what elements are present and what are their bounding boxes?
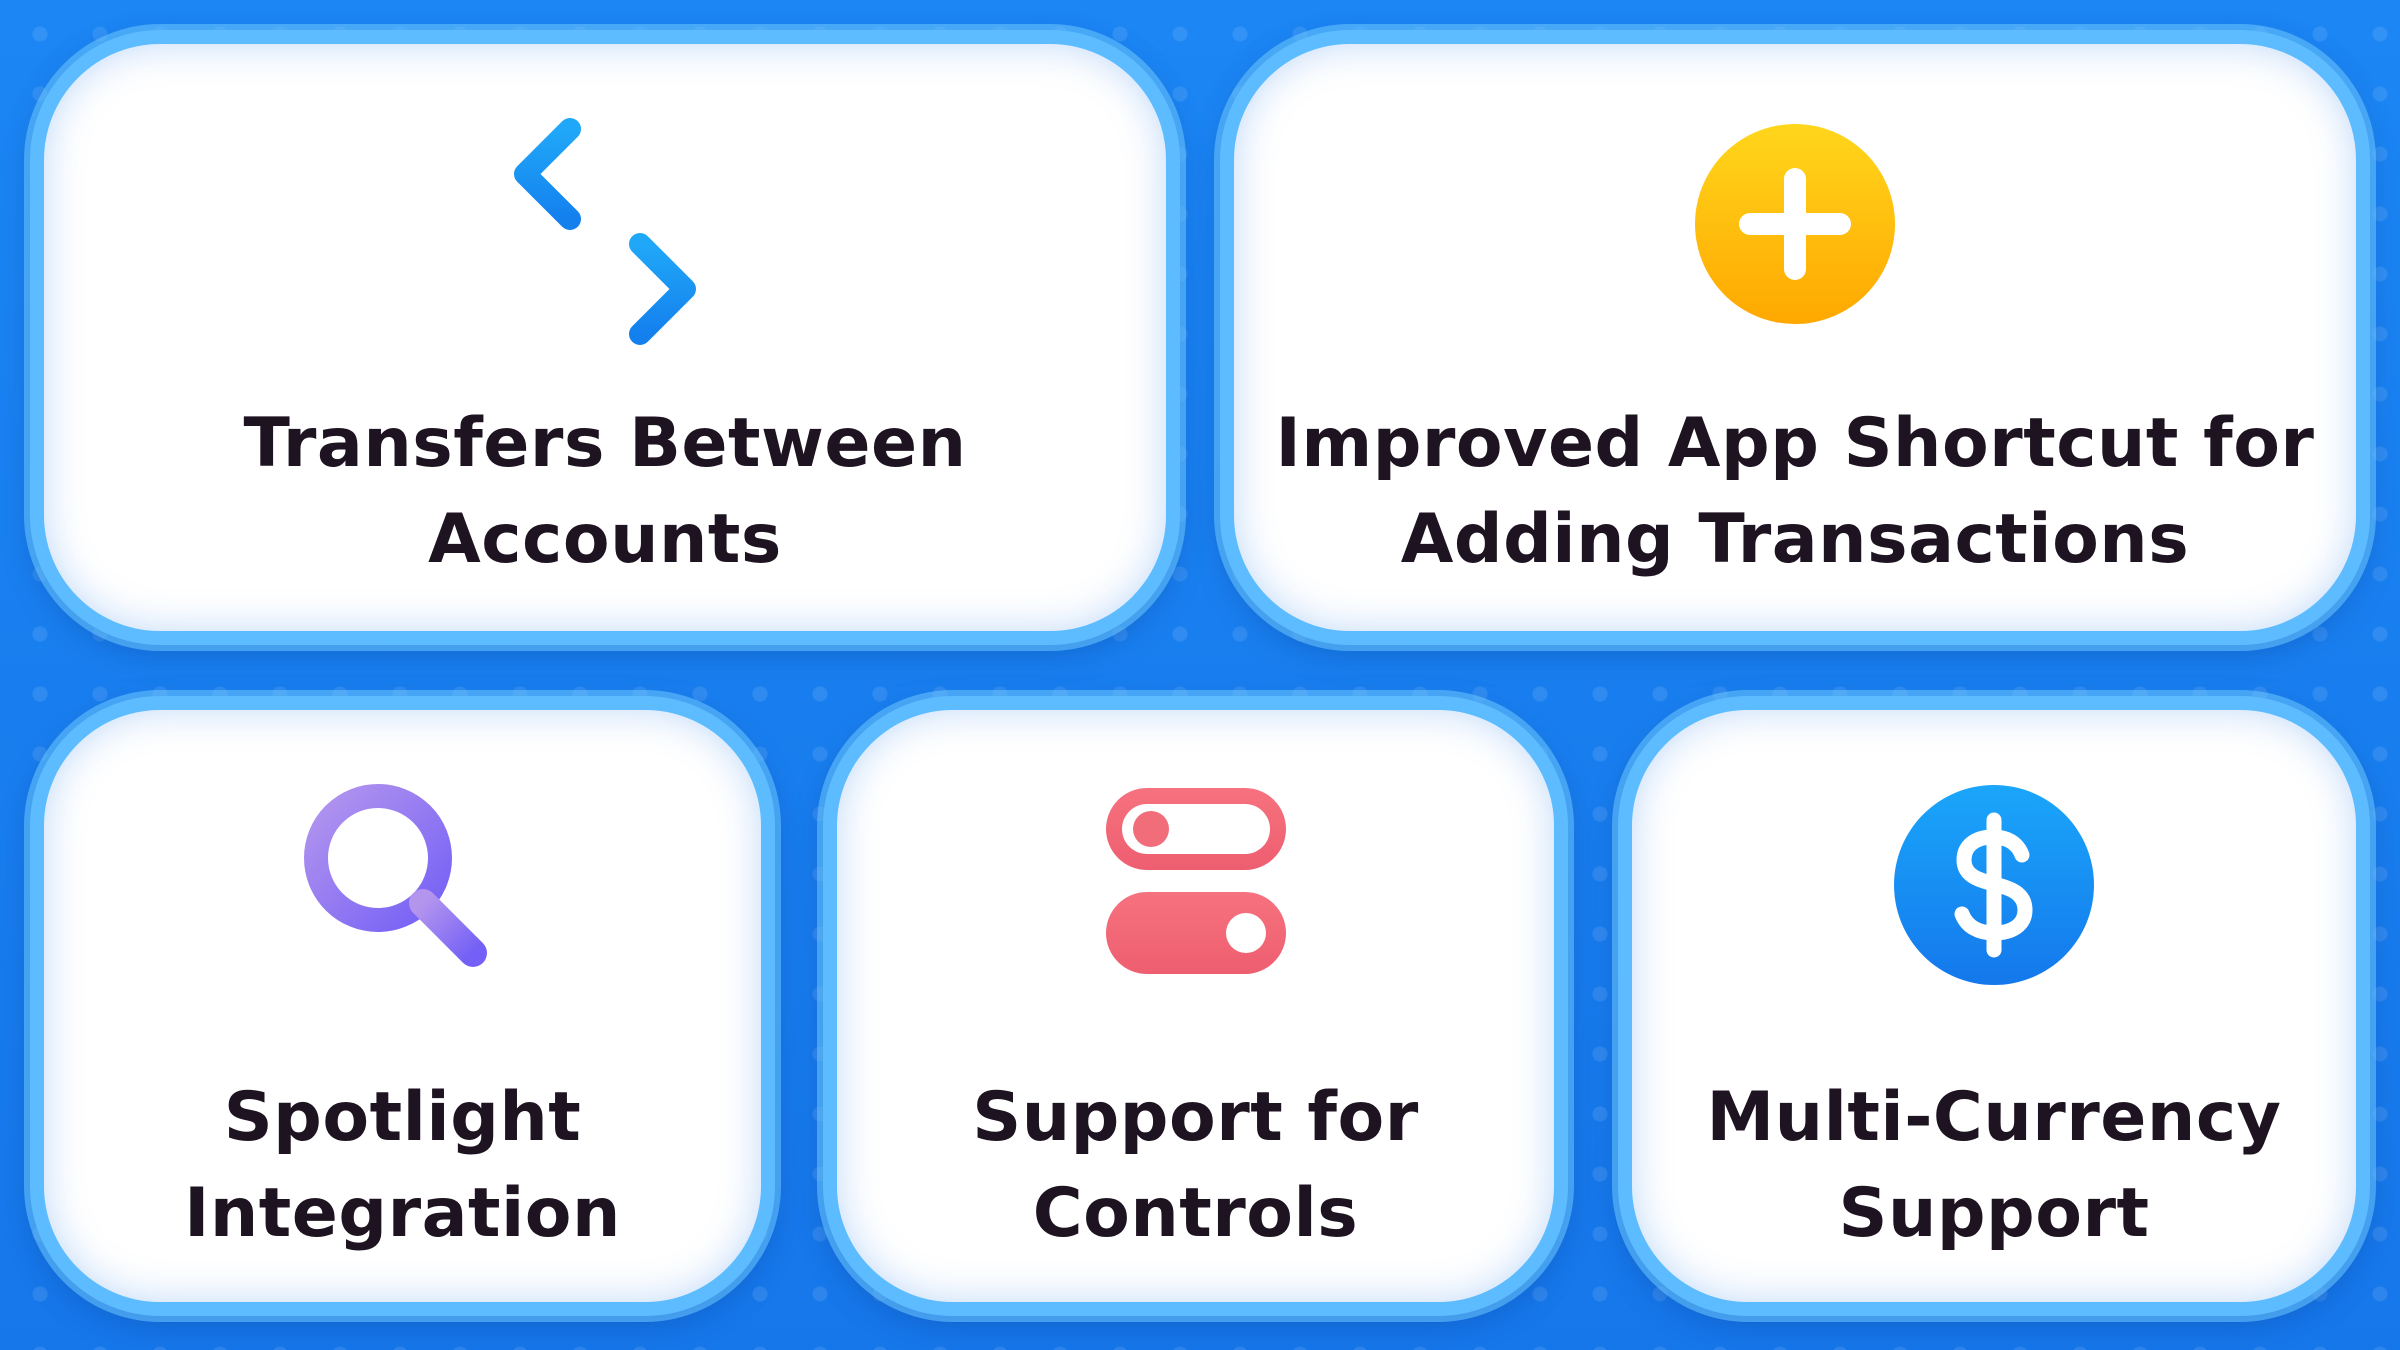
dollar-circle-icon	[1894, 785, 2094, 985]
feature-title-line: Spotlight	[223, 1078, 582, 1157]
feature-card-transfers: Transfers Between Accounts	[30, 30, 1180, 645]
feature-card-shortcut: Improved App Shortcut for Adding Transac…	[1220, 30, 2370, 645]
feature-title-line: Multi-Currency	[1706, 1078, 2282, 1157]
feature-title-line: Adding Transactions	[1400, 500, 2190, 579]
feature-title-line: Support for	[972, 1078, 1419, 1157]
feature-title-line: Support	[1838, 1174, 2150, 1253]
feature-title: Improved App Shortcut for Adding Transac…	[1234, 396, 2356, 588]
feature-title: Multi-Currency Support	[1632, 1070, 2356, 1262]
feature-title-line: Integration	[184, 1174, 621, 1253]
plus-circle-icon	[1695, 124, 1895, 324]
toggle-switches-icon	[1105, 788, 1286, 974]
feature-card-spotlight: Spotlight Integration	[30, 696, 775, 1316]
magnifying-glass-icon	[303, 784, 487, 967]
feature-title-line: Controls	[1032, 1174, 1359, 1253]
swap-arrows-icon	[509, 118, 701, 345]
feature-title-line: Improved App Shortcut for	[1275, 404, 2315, 483]
feature-title-line: Transfers Between	[243, 404, 967, 483]
feature-title: Support for Controls	[837, 1070, 1554, 1262]
feature-title: Transfers Between Accounts	[44, 396, 1166, 588]
feature-card-currency: Multi-Currency Support	[1618, 696, 2370, 1316]
feature-title-line: Accounts	[428, 500, 782, 579]
feature-card-controls: Support for Controls	[823, 696, 1568, 1316]
feature-title: Spotlight Integration	[44, 1070, 761, 1262]
